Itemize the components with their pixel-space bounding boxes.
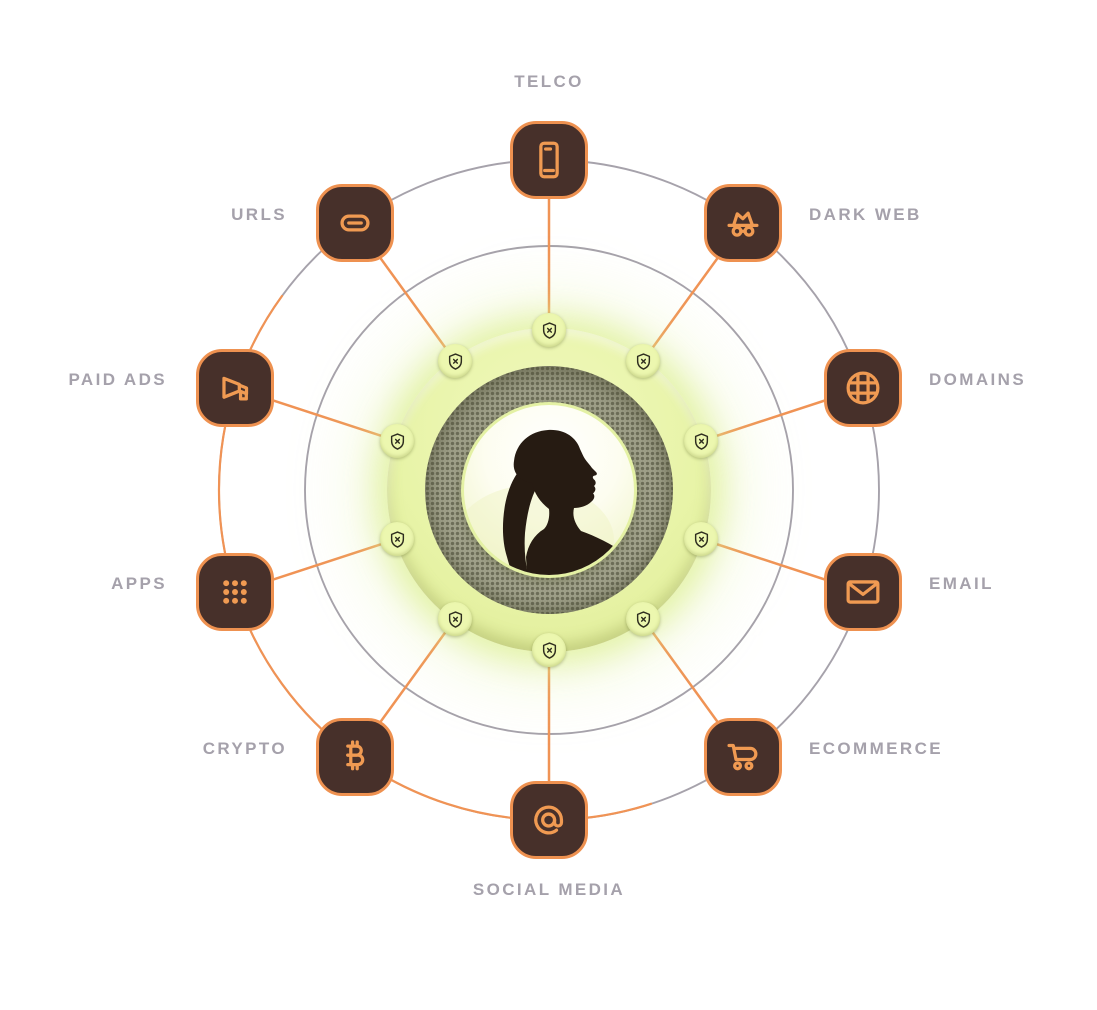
shield-badge-crypto bbox=[438, 602, 472, 636]
node-email bbox=[824, 553, 902, 631]
node-label-ecommerce: ECOMMERCE bbox=[809, 739, 943, 758]
node-urls bbox=[316, 184, 394, 262]
node-paid-ads bbox=[196, 349, 274, 427]
shield-badge-social-media bbox=[532, 633, 566, 667]
node-telco bbox=[510, 121, 588, 199]
incognito-icon bbox=[727, 211, 759, 237]
chain-link-icon bbox=[340, 214, 370, 232]
shield-badge-paid-ads bbox=[380, 424, 414, 458]
shopping-cart-icon bbox=[727, 743, 758, 771]
shield-x-icon bbox=[636, 610, 650, 628]
shield-x-icon bbox=[542, 321, 556, 339]
node-label-domains: DOMAINS bbox=[929, 370, 1027, 389]
shield-x-icon bbox=[636, 352, 650, 370]
node-dark-web bbox=[704, 184, 782, 262]
megaphone-icon bbox=[222, 376, 249, 401]
node-label-email: EMAIL bbox=[929, 574, 994, 593]
shield-x-icon bbox=[390, 530, 404, 548]
shield-badge-apps bbox=[380, 522, 414, 556]
node-label-crypto: CRYPTO bbox=[202, 739, 287, 758]
woman-silhouette bbox=[464, 429, 634, 575]
node-domains bbox=[824, 349, 902, 427]
node-apps bbox=[196, 553, 274, 631]
node-social-media bbox=[510, 781, 588, 859]
node-ecommerce bbox=[704, 718, 782, 796]
smartphone-icon bbox=[539, 141, 559, 179]
node-label-urls: URLS bbox=[231, 205, 287, 224]
node-label-apps: APPS bbox=[111, 574, 167, 593]
center-portrait bbox=[461, 402, 637, 578]
shield-badge-email bbox=[684, 522, 718, 556]
envelope-icon bbox=[846, 580, 880, 604]
shield-badge-dark-web bbox=[626, 344, 660, 378]
shield-x-icon bbox=[448, 352, 462, 370]
shield-x-icon bbox=[542, 641, 556, 659]
shield-badge-telco bbox=[532, 313, 566, 347]
shield-badge-domains bbox=[684, 424, 718, 458]
shield-x-icon bbox=[694, 530, 708, 548]
shield-x-icon bbox=[390, 432, 404, 450]
node-label-telco: TELCO bbox=[514, 72, 584, 91]
bitcoin-icon bbox=[346, 740, 365, 771]
globe-grid-icon bbox=[846, 371, 880, 405]
node-label-dark-web: DARK WEB bbox=[809, 205, 922, 224]
shield-x-icon bbox=[694, 432, 708, 450]
shield-x-icon bbox=[448, 610, 462, 628]
node-crypto bbox=[316, 718, 394, 796]
shield-badge-urls bbox=[438, 344, 472, 378]
shield-badge-ecommerce bbox=[626, 602, 660, 636]
at-sign-icon bbox=[534, 805, 564, 835]
node-label-paid-ads: PAID ADS bbox=[68, 370, 167, 389]
app-grid-icon bbox=[223, 580, 247, 604]
node-label-social-media: SOCIAL MEDIA bbox=[472, 880, 626, 899]
